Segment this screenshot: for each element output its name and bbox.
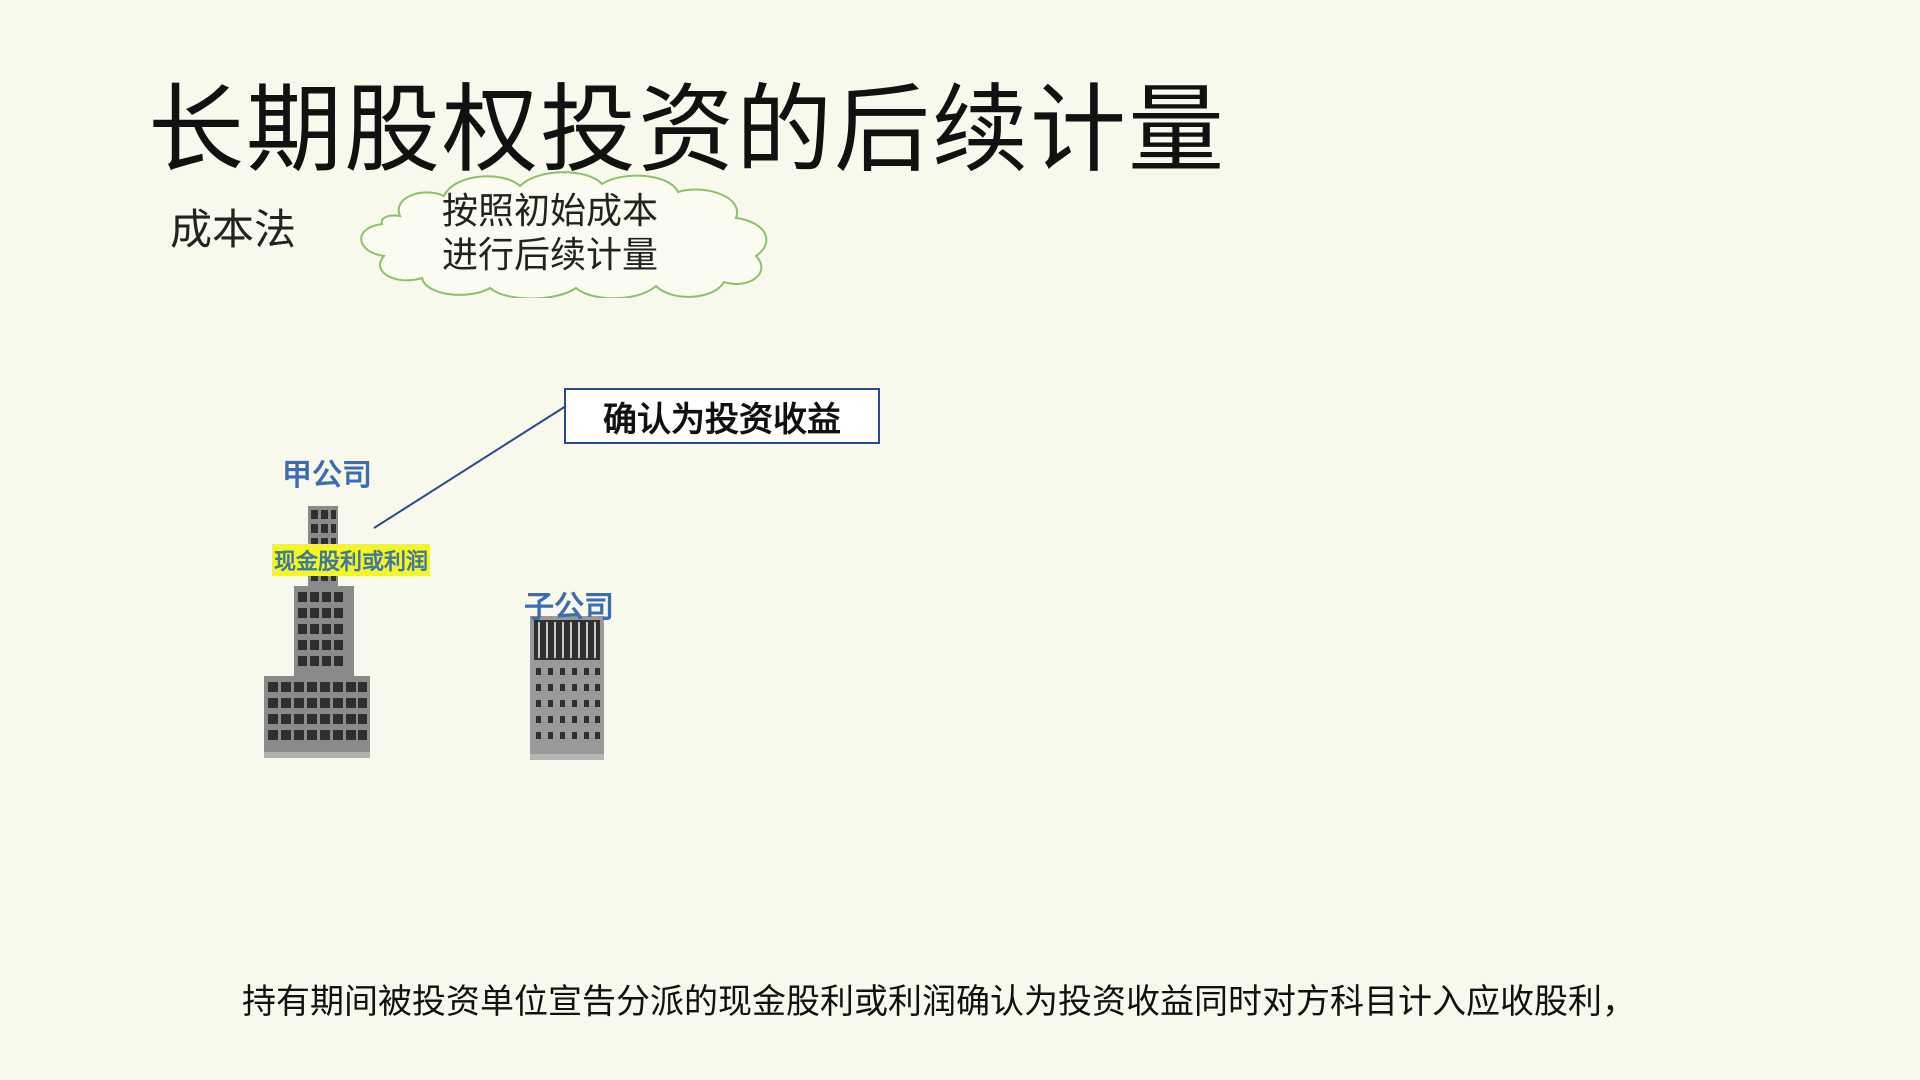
cloud-line-2: 进行后续计量 — [441, 235, 658, 276]
subsidiary-building-icon — [530, 616, 604, 760]
subsidiary-label: 子公司 — [524, 590, 614, 625]
explanation-text: 持有期间被投资单位宣告分派的现金股利或利润确认为投资收益同时对方科目计入应收股利… — [242, 982, 1636, 1022]
cloud-text: 按照初始成本 进行后续计量 — [400, 190, 700, 278]
cloud-shape-icon — [360, 171, 768, 298]
dividend-label: 现金股利或利润 — [272, 544, 431, 576]
cloud-line-1: 按照初始成本 — [441, 191, 658, 232]
parent-company-label: 甲公司 — [282, 458, 372, 493]
slide-title: 长期股权投资的后续计量 — [148, 74, 1226, 186]
investment-income-box: 确认为投资收益 — [564, 388, 880, 444]
connector-line — [373, 405, 567, 529]
method-label: 成本法 — [170, 205, 297, 254]
